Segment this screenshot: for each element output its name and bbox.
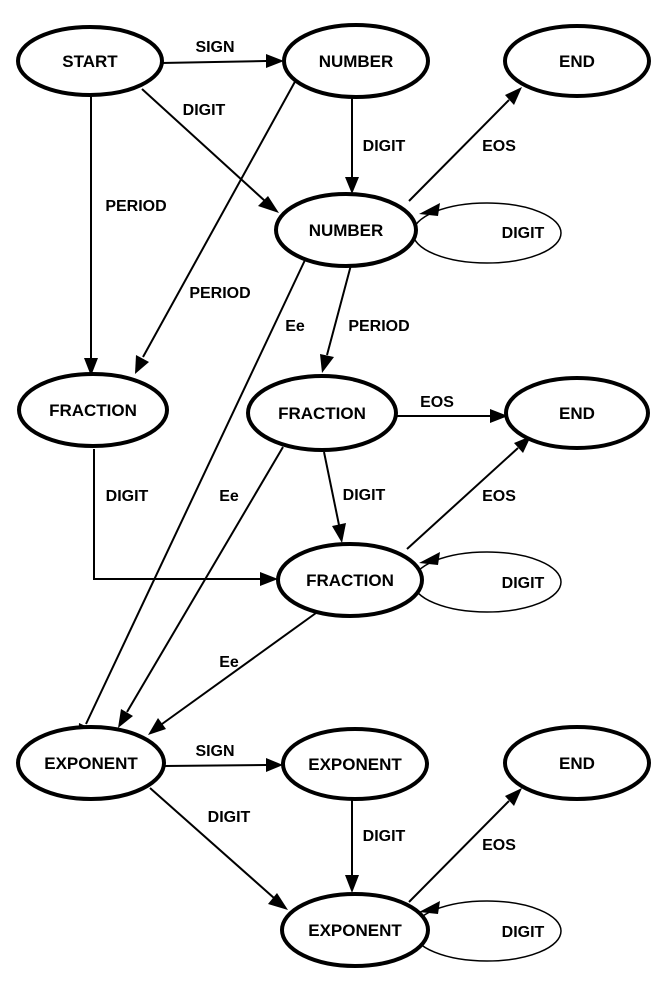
edge-label-fraction-2-exponent-1: Ee bbox=[219, 488, 239, 505]
node-label-end-3: END bbox=[559, 754, 595, 773]
node-exponent-1[interactable]: EXPONENT bbox=[16, 725, 166, 801]
edge-number-2-exponent-1 bbox=[85, 259, 306, 725]
arrowhead-fraction-2-end-2 bbox=[490, 409, 508, 423]
edge-number-2-fraction-2 bbox=[326, 264, 352, 356]
arrowhead-exponent-3-end-3 bbox=[505, 788, 522, 806]
node-fraction-3[interactable]: FRACTION bbox=[276, 542, 424, 618]
arrowhead-fraction-3-end-2 bbox=[514, 436, 531, 453]
edge-start-number-2 bbox=[141, 88, 266, 202]
node-label-end-2: END bbox=[559, 404, 595, 423]
node-end-3[interactable]: END bbox=[503, 725, 651, 801]
node-end-1[interactable]: END bbox=[503, 24, 651, 98]
edge-label-fraction-2-end-2: EOS bbox=[420, 394, 454, 411]
edges bbox=[78, 54, 531, 910]
edge-label-exponent-3-loop: DIGIT bbox=[502, 924, 545, 941]
edge-fraction-3-end-2 bbox=[406, 447, 519, 550]
node-fraction-1[interactable]: FRACTION bbox=[17, 372, 169, 448]
nodes: START NUMBER END NUMBER FRACTION FRACTIO… bbox=[16, 23, 651, 968]
edge-label-number-2-loop: DIGIT bbox=[502, 225, 545, 242]
arrowhead-fraction-3-exponent-1 bbox=[148, 718, 166, 735]
edge-label-start-number-1: SIGN bbox=[195, 39, 234, 56]
arrowhead-number-1-fraction-1 bbox=[135, 355, 149, 374]
edge-fraction-2-exponent-1 bbox=[126, 446, 284, 713]
edge-label-start-number-2: DIGIT bbox=[183, 102, 226, 119]
edge-label-fraction-3-end-2: EOS bbox=[482, 488, 516, 505]
edge-label-number-2-end-1: EOS bbox=[482, 138, 516, 155]
edge-label-exponent-1-exponent-2: SIGN bbox=[195, 743, 234, 760]
arrowhead-loop-exponent-3 bbox=[419, 901, 440, 914]
node-label-number-1: NUMBER bbox=[319, 52, 394, 71]
node-end-2[interactable]: END bbox=[504, 376, 650, 450]
edge-label-exponent-3-end-3: EOS bbox=[482, 837, 516, 854]
edge-fraction-1-fraction-3 bbox=[93, 449, 260, 580]
node-label-fraction-2: FRACTION bbox=[278, 404, 366, 423]
node-number-2[interactable]: NUMBER bbox=[274, 192, 418, 268]
arrowhead-number-2-end-1 bbox=[505, 87, 522, 105]
node-label-exponent-2: EXPONENT bbox=[308, 755, 402, 774]
edge-label-fraction-3-loop: DIGIT bbox=[502, 575, 545, 592]
node-number-1[interactable]: NUMBER bbox=[282, 23, 430, 99]
node-label-end-1: END bbox=[559, 52, 595, 71]
edge-exponent-3-end-3 bbox=[408, 800, 510, 903]
node-fraction-2[interactable]: FRACTION bbox=[246, 374, 398, 452]
edge-label-fraction-2-fraction-3: DIGIT bbox=[343, 487, 386, 504]
arrowhead-loop-number-2 bbox=[419, 203, 440, 216]
edge-number-2-end-1 bbox=[408, 99, 510, 202]
node-label-start: START bbox=[62, 52, 118, 71]
arrowhead-number-2-fraction-2 bbox=[320, 354, 334, 373]
arrowhead-exponent-2-exponent-3 bbox=[345, 875, 359, 893]
node-exponent-3[interactable]: EXPONENT bbox=[280, 892, 430, 968]
arrowhead-number-1-number-2 bbox=[345, 177, 359, 194]
node-label-fraction-1: FRACTION bbox=[49, 401, 137, 420]
arrowhead-exponent-1-exponent-2 bbox=[266, 758, 283, 772]
arrowhead-fraction-2-exponent-1 bbox=[118, 709, 133, 728]
edge-label-number-2-fraction-2: PERIOD bbox=[348, 318, 409, 335]
edge-label-number-1-fraction-1: PERIOD bbox=[189, 285, 250, 302]
edge-number-1-fraction-1 bbox=[142, 77, 298, 358]
edge-label-fraction-1-fraction-3: DIGIT bbox=[106, 488, 149, 505]
edge-start-number-1 bbox=[160, 60, 267, 64]
edge-label-fraction-3-exponent-1: Ee bbox=[219, 654, 239, 671]
edge-label-exponent-2-exponent-3: DIGIT bbox=[363, 828, 406, 845]
node-label-number-2: NUMBER bbox=[309, 221, 384, 240]
edge-exponent-1-exponent-2 bbox=[163, 764, 267, 767]
edge-label-start-fraction-1: PERIOD bbox=[105, 198, 166, 215]
arrowhead-start-number-1 bbox=[266, 54, 284, 68]
node-label-exponent-1: EXPONENT bbox=[44, 754, 138, 773]
arrowhead-start-fraction-1 bbox=[84, 358, 98, 376]
node-exponent-2[interactable]: EXPONENT bbox=[281, 727, 429, 801]
edge-label-number-2-exponent-1: Ee bbox=[285, 318, 305, 335]
arrowhead-fraction-1-fraction-3 bbox=[260, 572, 278, 586]
edge-fraction-2-fraction-3 bbox=[323, 451, 340, 526]
arrowhead-loop-fraction-3 bbox=[419, 552, 440, 565]
node-label-exponent-3: EXPONENT bbox=[308, 921, 402, 940]
node-label-fraction-3: FRACTION bbox=[306, 571, 394, 590]
arrowhead-fraction-2-fraction-3 bbox=[332, 523, 346, 543]
edge-labels: SIGN DIGIT PERIOD DIGIT PERIOD EOS DIGIT… bbox=[105, 39, 544, 941]
arrowhead-start-number-2 bbox=[258, 196, 279, 213]
edge-exponent-1-exponent-3 bbox=[149, 787, 275, 899]
arrowhead-exponent-1-exponent-3 bbox=[268, 893, 288, 910]
node-start[interactable]: START bbox=[16, 25, 164, 97]
edge-fraction-3-exponent-1 bbox=[161, 612, 317, 725]
edge-label-exponent-1-exponent-3: DIGIT bbox=[208, 809, 251, 826]
edge-label-number-1-number-2: DIGIT bbox=[363, 138, 406, 155]
